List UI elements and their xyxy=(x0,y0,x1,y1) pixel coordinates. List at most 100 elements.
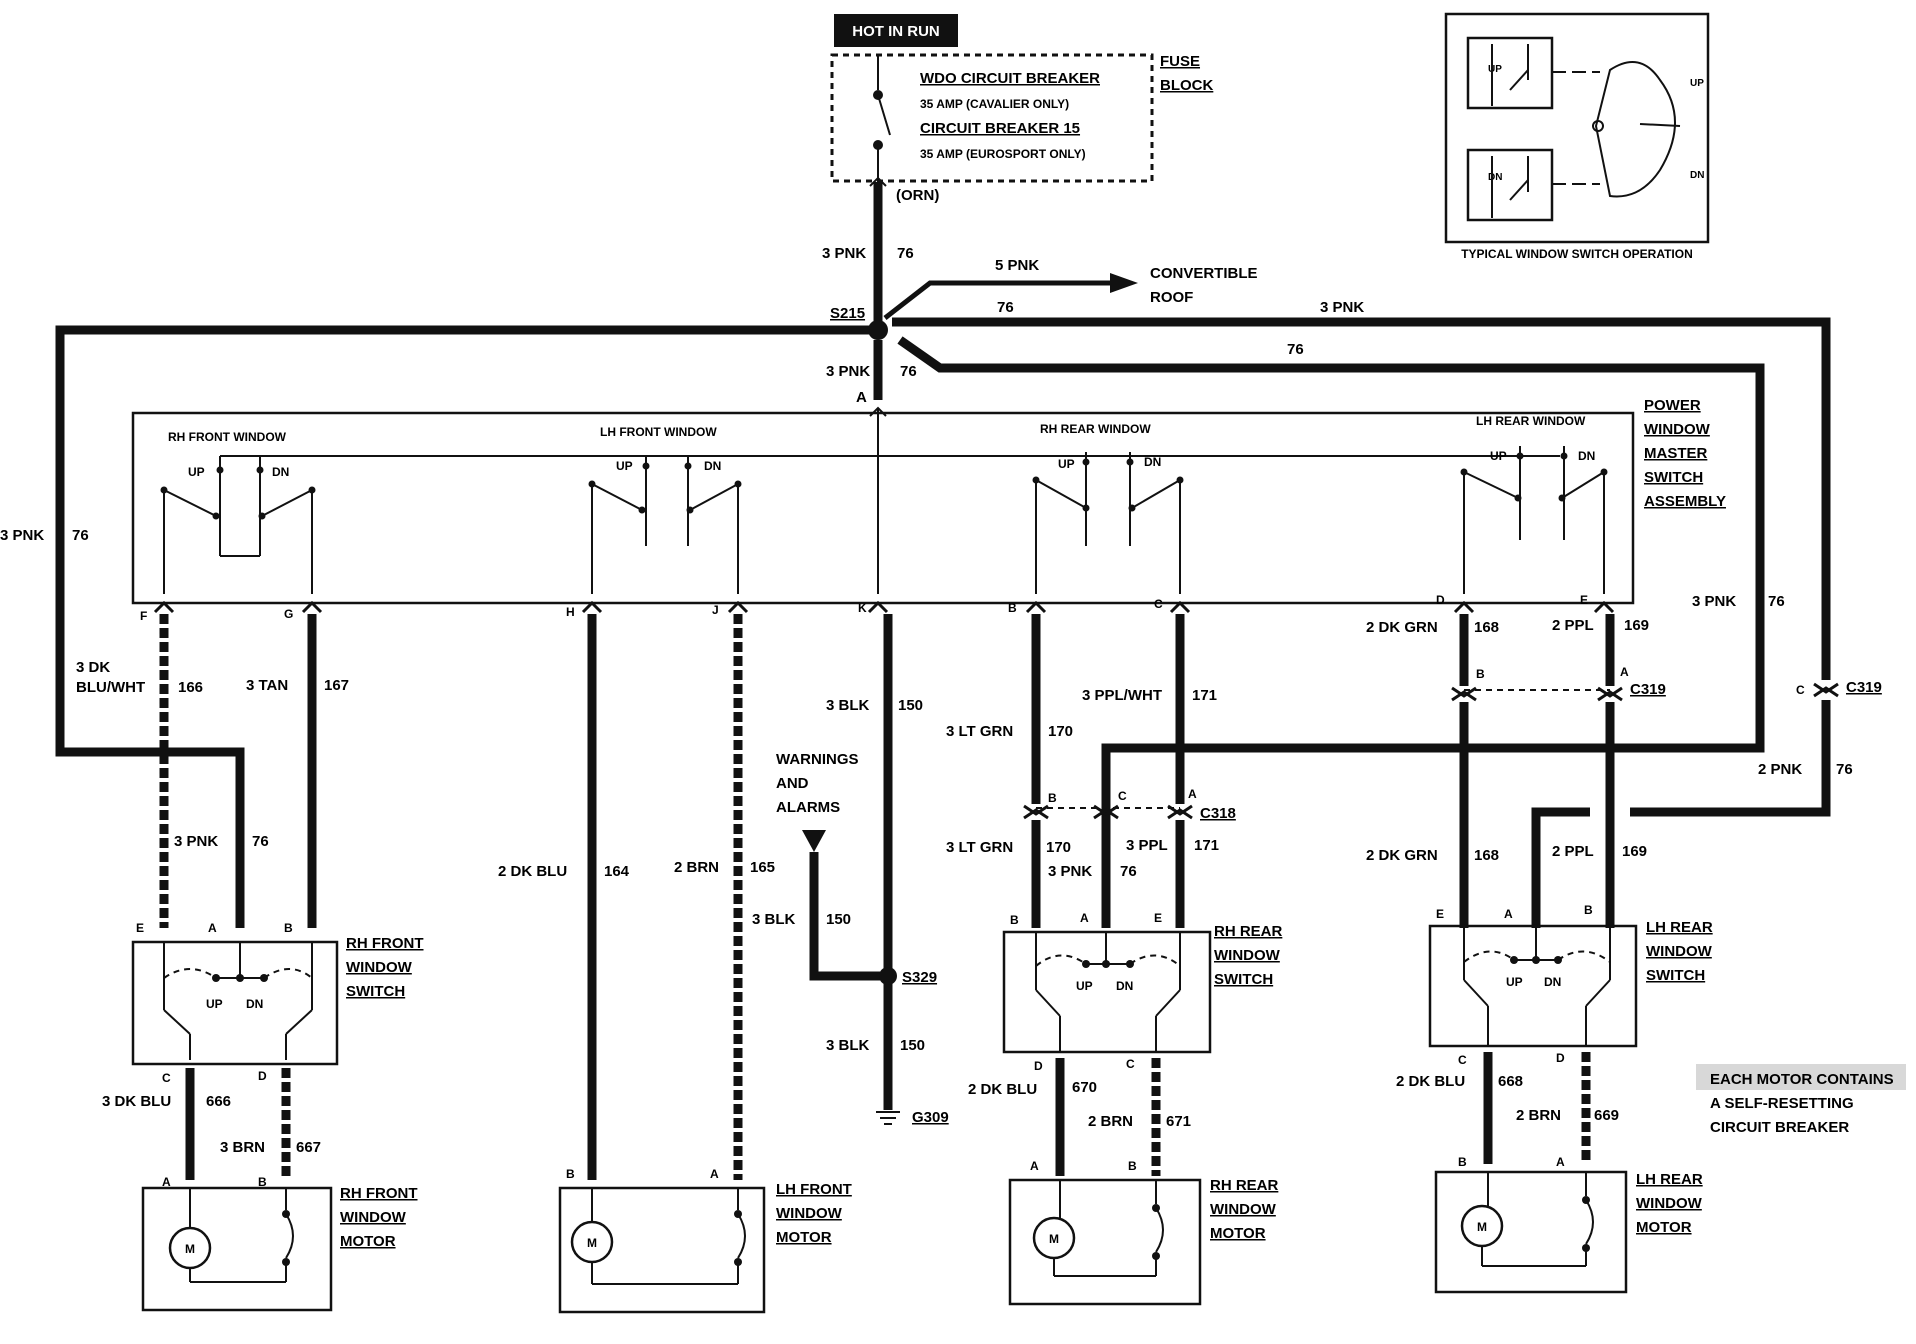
far-right-gauge: 3 PNK xyxy=(1692,593,1736,610)
feed-down-circuit: 76 xyxy=(900,363,917,380)
amp2-label: 35 AMP (EUROSPORT ONLY) xyxy=(920,147,1086,161)
lhr-up: UP xyxy=(1506,975,1523,989)
c318-connector: B C A C318 3 LT GRN 170 3 PNK 76 3 PPL 1… xyxy=(946,787,1236,928)
rhr-c-circuit: 671 xyxy=(1166,1113,1191,1130)
lh-rear-wires: 2 DK GRN 168 2 PPL 169 xyxy=(1366,614,1649,686)
rhf-feed-gauge: 3 PNK xyxy=(174,833,218,850)
rhr-d-gauge: 2 DK BLU xyxy=(968,1081,1037,1098)
wire-b-circuit: 170 xyxy=(1048,723,1073,740)
master-rhr-dn: DN xyxy=(1144,455,1161,469)
rhr-switch-label-2: WINDOW xyxy=(1214,947,1281,964)
rhf-pin-b: B xyxy=(284,921,293,935)
g309-label: G309 xyxy=(912,1109,949,1126)
lh-front-window-motor: B A M LH FRONT WINDOW MOTOR xyxy=(558,1167,852,1314)
lhr-pin-d: D xyxy=(1556,1051,1565,1065)
wire-c-gauge: 3 PPL/WHT xyxy=(1082,687,1162,704)
fuse-block-label-2: BLOCK xyxy=(1160,77,1213,94)
note-line-3: CIRCUIT BREAKER xyxy=(1710,1119,1849,1136)
typical-switch-operation-inset: UP DN UP DN TYPICAL WINDOW SWITCH OPERAT… xyxy=(1444,12,1710,261)
master-lh-rear-switch: UP DN xyxy=(1460,446,1608,594)
rhf-up: UP xyxy=(206,997,223,1011)
inset-arc-dn: DN xyxy=(1690,170,1704,181)
lhr-motor-pin-a: A xyxy=(1556,1155,1565,1169)
warnings-label-3: ALARMS xyxy=(776,799,840,816)
rhf-pin-c: C xyxy=(162,1071,171,1085)
lhf-motor-label-3: MOTOR xyxy=(776,1229,832,1246)
lhr-motor-icon: M xyxy=(1477,1220,1487,1234)
lh-front-window-section: LH FRONT WINDOW xyxy=(600,425,717,439)
c319-connector: B A C319 C C319 2 PNK 76 2 DK GRN 168 2 … xyxy=(1366,665,1882,928)
breaker2-label: CIRCUIT BREAKER 15 xyxy=(920,120,1080,137)
ground-circuit: 3 BLK 150 WARNINGS AND ALARMS 3 BLK 150 … xyxy=(752,614,949,1126)
c318-pin-c: C xyxy=(1118,789,1127,803)
c318-label: C318 xyxy=(1200,805,1236,822)
master-lhr-up: UP xyxy=(1490,449,1507,463)
far-left-circuit: 76 xyxy=(72,527,89,544)
wire-h-circuit: 164 xyxy=(604,863,630,880)
fuse-block-label-1: FUSE xyxy=(1160,53,1200,70)
rhf-motor-label-3: MOTOR xyxy=(340,1233,396,1250)
lhr-motor-label-2: WINDOW xyxy=(1636,1195,1703,1212)
convertible-label-1: CONVERTIBLE xyxy=(1150,265,1258,282)
feed-top-circuit: 76 xyxy=(897,245,914,262)
s329-label: S329 xyxy=(902,969,937,986)
feed-down-gauge: 3 PNK xyxy=(826,363,870,380)
rhr-pin-c: C xyxy=(1126,1057,1135,1071)
note-line-1: EACH MOTOR CONTAINS xyxy=(1710,1071,1894,1088)
master-lhf-up: UP xyxy=(616,459,633,473)
lhr-pin-c: C xyxy=(1458,1053,1467,1067)
lh-rear-window-motor: B A M LH REAR WINDOW MOTOR xyxy=(1434,1155,1703,1294)
rhf-feed-circuit: 76 xyxy=(252,833,269,850)
rh-rear-window-switch: RH REAR WINDOW SWITCH B A E UP DN D C 2 … xyxy=(968,911,1283,1176)
lhr-switch-label-2: WINDOW xyxy=(1646,943,1713,960)
rhf-motor-pin-b: B xyxy=(258,1175,267,1189)
amp1-label: 35 AMP (CAVALIER ONLY) xyxy=(920,97,1069,111)
wire-e-gauge: 2 PPL xyxy=(1552,617,1594,634)
rhr-c-gauge: 2 BRN xyxy=(1088,1113,1133,1130)
lhr-d-circuit: 669 xyxy=(1594,1107,1619,1124)
master-title-4: SWITCH xyxy=(1644,469,1703,486)
wire-k-gauge: 3 BLK xyxy=(826,697,870,714)
pin-k: K xyxy=(858,601,867,615)
pin-g: G xyxy=(284,607,293,621)
lh-front-wires: 2 DK BLU 164 2 BRN 165 xyxy=(498,614,775,1180)
note-line-2: A SELF-RESETTING xyxy=(1710,1095,1854,1112)
master-rhr-up: UP xyxy=(1058,457,1075,471)
c319-a-circuit: 169 xyxy=(1622,843,1647,860)
c319-c-gauge: 2 PNK xyxy=(1758,761,1802,778)
feed-top-gauge: 3 PNK xyxy=(822,245,866,262)
wire-f-circuit: 166 xyxy=(178,679,203,696)
lhr-pin-b: B xyxy=(1584,903,1593,917)
master-lhf-dn: DN xyxy=(704,459,721,473)
rh-front-window-section: RH FRONT WINDOW xyxy=(168,430,287,444)
wire-d-gauge: 2 DK GRN xyxy=(1366,619,1438,636)
rhf-motor-icon: M xyxy=(185,1242,195,1256)
lhr-motor-label-3: MOTOR xyxy=(1636,1219,1692,1236)
rhr-dn: DN xyxy=(1116,979,1133,993)
rhf-pin-d: D xyxy=(258,1069,267,1083)
fuse-block: WDO CIRCUIT BREAKER 35 AMP (CAVALIER ONL… xyxy=(830,53,1213,204)
pin-c: C xyxy=(1154,597,1163,611)
rh-rear-window-motor: A B M RH REAR WINDOW MOTOR xyxy=(1008,1159,1279,1306)
wire-b-gauge: 3 LT GRN xyxy=(946,723,1013,740)
rhr-d-circuit: 670 xyxy=(1072,1079,1097,1096)
c318-a-circuit: 171 xyxy=(1194,837,1219,854)
c319-pin-c: C xyxy=(1796,683,1805,697)
wire-f-gauge-2: BLU/WHT xyxy=(76,679,145,696)
lhr-pin-e: E xyxy=(1436,907,1444,921)
c319-b-circuit: 168 xyxy=(1474,847,1499,864)
rhf-motor-pin-a: A xyxy=(162,1175,171,1189)
rhf-dn: DN xyxy=(246,997,263,1011)
rhr-switch-label-1: RH REAR xyxy=(1214,923,1283,940)
pin-e: E xyxy=(1580,593,1588,607)
lhr-switch-label-3: SWITCH xyxy=(1646,967,1705,984)
inset-dn-label: DN xyxy=(1488,172,1502,183)
convertible-label-2: ROOF xyxy=(1150,289,1193,306)
c319-b-gauge: 2 DK GRN xyxy=(1366,847,1438,864)
wire-d-circuit: 168 xyxy=(1474,619,1499,636)
rhr-motor-label-2: WINDOW xyxy=(1210,1201,1277,1218)
lhr-c-gauge: 2 DK BLU xyxy=(1396,1073,1465,1090)
warnings-circuit: 150 xyxy=(826,911,851,928)
conv-circuit: 76 xyxy=(997,299,1014,316)
